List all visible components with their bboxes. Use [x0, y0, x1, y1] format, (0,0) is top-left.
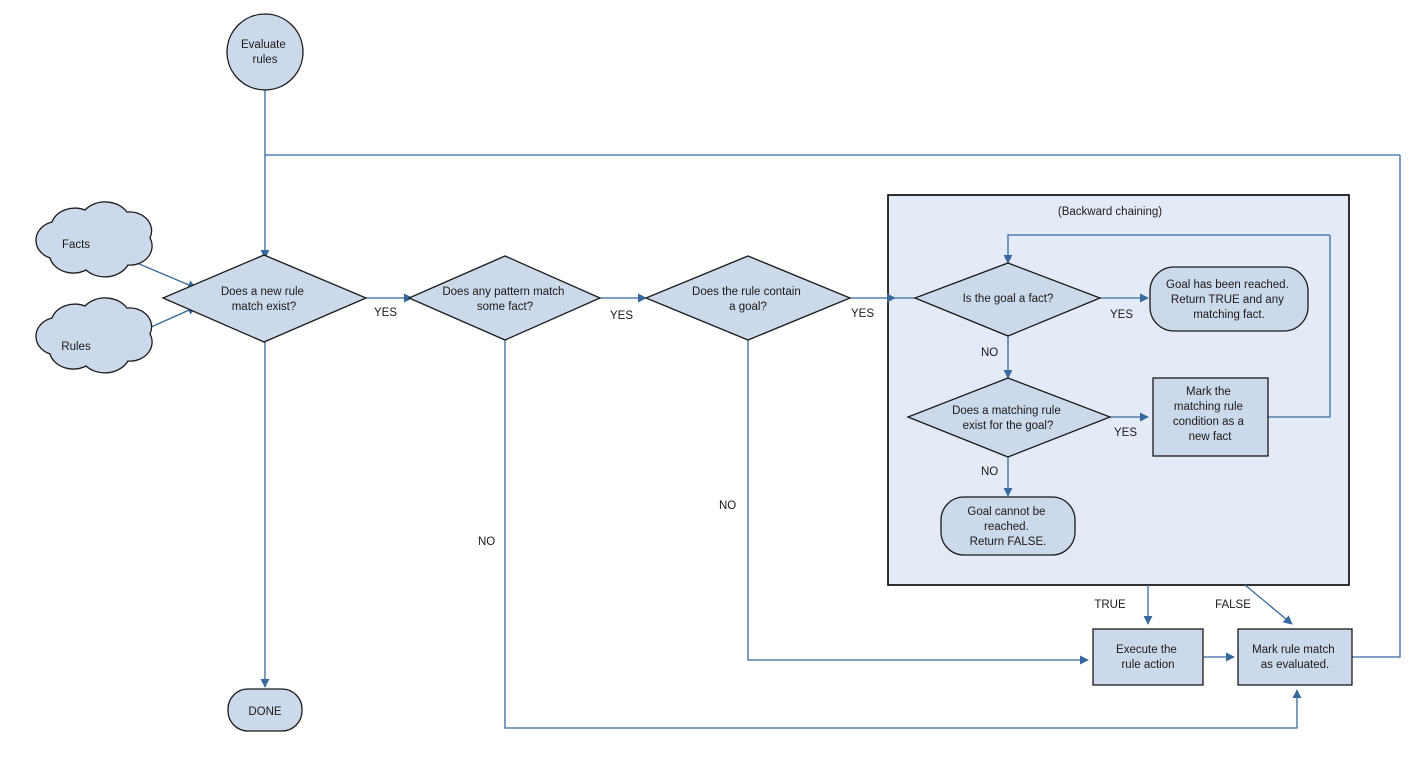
label-no-pattern-match: NO	[478, 536, 495, 548]
label-no-rule-goal: NO	[719, 500, 736, 512]
node-new-rule-match-line-2: match exist?	[232, 301, 297, 313]
node-does-new-rule-match-exist[interactable]: Does a new rule match exist?	[161, 254, 368, 343]
edge-mark-condition-loop-back	[1268, 235, 1331, 418]
node-done[interactable]: DONE	[227, 688, 303, 732]
node-new-rule-match-line-1: Does a new rule	[221, 286, 304, 298]
node-goal-reached-line-1: Goal has been reached.	[1166, 279, 1289, 291]
node-rules-label: Rules	[61, 341, 91, 353]
backward-chaining-label: (Backward chaining)	[1058, 206, 1162, 218]
node-does-rule-contain-goal[interactable]: Does the rule contain a goal?	[644, 255, 852, 341]
node-rule-goal-line-2: a goal?	[729, 301, 767, 313]
node-rule-goal-line-1: Does the rule contain	[692, 286, 801, 298]
node-goal-not-reached[interactable]: Goal cannot be reached. Return FALSE.	[940, 496, 1076, 556]
node-goal-not-reached-line-3: Return FALSE.	[970, 536, 1047, 548]
node-goal-fact-label: Is the goal a fact?	[963, 293, 1054, 305]
node-execute-rule-action[interactable]: Execute the rule action	[1092, 628, 1204, 686]
node-facts-label: Facts	[62, 239, 90, 251]
node-does-matching-rule-exist[interactable]: Does a matching rule exist for the goal?	[906, 377, 1112, 458]
node-facts[interactable]: Facts	[35, 201, 153, 278]
svg-text:Mark rule match as eva: Mark rule match as evaluated.	[1252, 644, 1338, 671]
node-mark-condition-line-4: new fact	[1189, 431, 1233, 443]
node-goal-not-reached-line-2: reached.	[984, 521, 1029, 533]
node-does-any-pattern-match-some-fact[interactable]: Does any pattern match some fact?	[407, 255, 602, 341]
label-no-matching-rule: NO	[981, 466, 998, 478]
node-done-label: DONE	[248, 706, 282, 718]
svg-text:Execute the rule actio: Execute the rule action	[1116, 644, 1180, 671]
svg-text:Goal has been reached.: Goal has been reached. Return TRUE and a…	[1166, 279, 1292, 321]
edge-loop-to-goal-fact-top	[1003, 234, 1330, 264]
edge-pattern-match-no-bottom-bus	[504, 340, 1302, 729]
node-goal-reached-line-2: Return TRUE and any	[1171, 294, 1284, 306]
node-execute-line-1: Execute the	[1116, 644, 1177, 656]
node-is-goal-a-fact[interactable]: Is the goal a fact?	[913, 262, 1102, 337]
node-rules[interactable]: Rules	[35, 297, 153, 374]
svg-text:Goal cannot be reached: Goal cannot be reached. Return FALSE.	[967, 506, 1048, 548]
svg-text:Does a matching rule e: Does a matching rule exist for the goal?	[952, 405, 1064, 432]
edge-feedback-right-vertical	[1352, 155, 1401, 658]
label-yes-rule-goal: YES	[851, 308, 874, 320]
node-mark-condition-line-1: Mark the	[1186, 386, 1231, 398]
label-yes-matching-rule: YES	[1114, 427, 1137, 439]
label-false-branch: FALSE	[1215, 599, 1251, 611]
node-pattern-match-line-2: some fact?	[477, 301, 533, 313]
node-mark-evaluated-line-2: as evaluated.	[1261, 659, 1329, 671]
svg-text:Does a new rule match: Does a new rule match exist?	[221, 286, 307, 313]
svg-text:Evaluate rules: Evaluate rules	[241, 39, 289, 66]
label-yes-goal-fact: YES	[1110, 309, 1133, 321]
svg-text:Mark the matching rule: Mark the matching rule condition as a ne…	[1173, 386, 1247, 443]
node-mark-evaluated-line-1: Mark rule match	[1252, 644, 1334, 656]
svg-text:Does the rule contain: Does the rule contain a goal?	[692, 286, 804, 313]
edge-rule-goal-no-to-execute	[747, 340, 1089, 665]
label-no-goal-fact: NO	[981, 347, 998, 359]
node-execute-line-2: rule action	[1121, 659, 1174, 671]
node-matching-rule-line-2: exist for the goal?	[963, 420, 1054, 432]
node-matching-rule-line-1: Does a matching rule	[952, 405, 1061, 417]
node-goal-not-reached-line-1: Goal cannot be	[967, 506, 1045, 518]
label-true-branch: TRUE	[1094, 599, 1126, 611]
edge-false-to-mark-evaluated	[1244, 584, 1293, 625]
svg-text:Does any pattern match: Does any pattern match some fact?	[442, 286, 567, 313]
label-yes-pattern-match: YES	[610, 310, 633, 322]
node-mark-condition-line-3: condition as a	[1173, 416, 1245, 428]
node-start[interactable]: Evaluate rules	[226, 13, 304, 91]
node-mark-condition-line-2: matching rule	[1174, 401, 1243, 413]
label-yes-new-rule-match: YES	[374, 307, 397, 319]
node-goal-reached[interactable]: Goal has been reached. Return TRUE and a…	[1149, 266, 1309, 332]
node-pattern-match-line-1: Does any pattern match	[442, 286, 564, 298]
node-start-line-2: rules	[253, 54, 278, 66]
node-start-line-1: Evaluate	[241, 39, 286, 51]
node-goal-reached-line-3: matching fact.	[1193, 309, 1265, 321]
edge-labels: YES YES NO YES NO YES NO YES NO TRUE FAL…	[374, 307, 1251, 611]
node-mark-condition-new-fact[interactable]: Mark the matching rule condition as a ne…	[1152, 377, 1269, 457]
node-mark-rule-match-evaluated[interactable]: Mark rule match as evaluated.	[1237, 628, 1353, 686]
